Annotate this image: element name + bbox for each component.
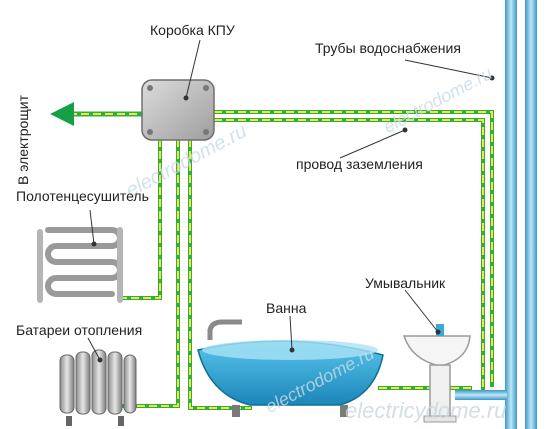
towel-dryer-icon: [37, 227, 123, 303]
ground-wires: [67, 110, 494, 410]
label-radiators: Батареи отопления: [16, 322, 143, 338]
watermark: electricydome.ru: [345, 398, 507, 423]
water-pipe-sink-branch: [455, 390, 507, 400]
arrow-left-icon: [50, 102, 74, 126]
junction-box-icon: [141, 79, 215, 141]
water-pipe-left: [505, 0, 517, 429]
radiator-icon: [59, 349, 137, 426]
label-water-pipes: Трубы водоснабжения: [315, 40, 461, 56]
water-pipe-right: [525, 0, 537, 429]
label-to-panel: В электрощит: [15, 94, 32, 186]
sink-icon: [402, 324, 471, 423]
leader-lines: [87, 39, 495, 363]
label-ground-wire: провод заземления: [296, 156, 423, 172]
label-bathtub: Ванна: [266, 300, 307, 316]
label-towel-dryer: Полотенцесушитель: [16, 188, 149, 204]
label-sink: Умывальник: [365, 275, 446, 291]
label-box: Коробка КПУ: [150, 22, 235, 38]
